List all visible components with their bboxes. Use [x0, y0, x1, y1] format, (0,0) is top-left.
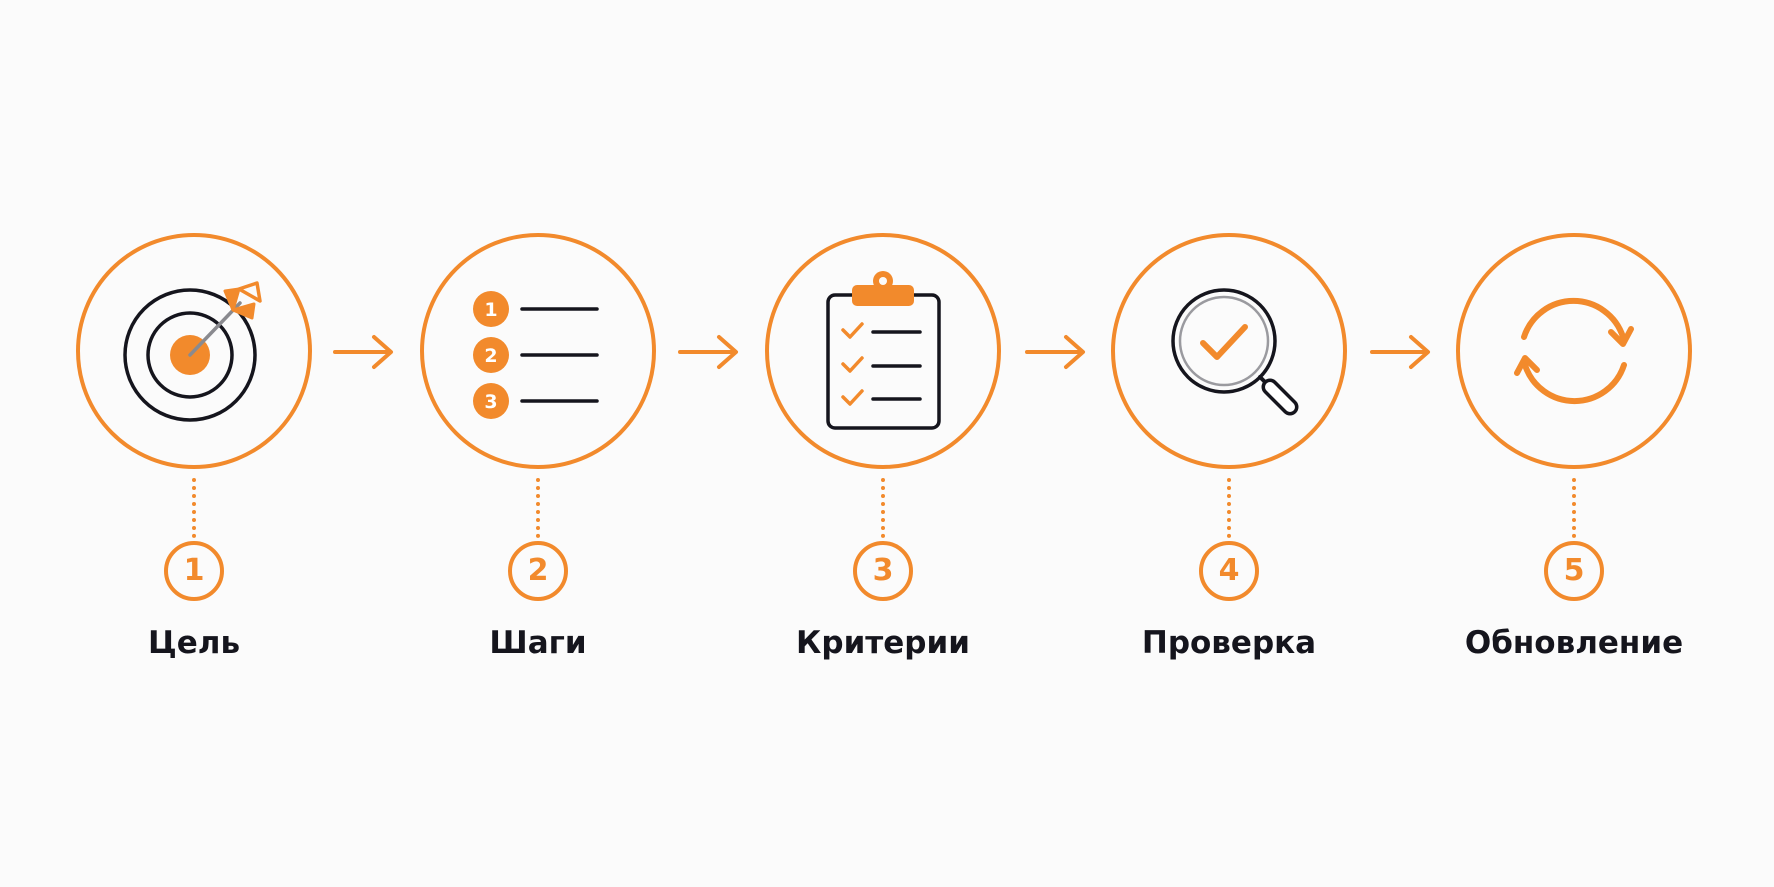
- target-icon: [123, 281, 262, 422]
- step-number-badge: 4: [1199, 541, 1259, 601]
- magnifier-check-icon: [1171, 288, 1299, 416]
- step-label: Цель: [147, 625, 241, 661]
- dotted-connector: [1227, 478, 1231, 538]
- step-label: Шаги: [489, 625, 587, 661]
- clipboard-checklist-icon: [826, 271, 941, 430]
- dotted-connector: [1572, 478, 1576, 538]
- dotted-connector: [192, 478, 196, 538]
- refresh-cycle-icon: [1514, 297, 1634, 405]
- step-goal: 1 Цель: [76, 233, 312, 693]
- list-number: 2: [484, 345, 497, 367]
- step-criteria: 3 Критерии: [765, 233, 1001, 693]
- arrow-right-icon: [333, 335, 393, 369]
- arrow-right-icon: [1025, 335, 1085, 369]
- step-number-badge: 5: [1544, 541, 1604, 601]
- step-circle: [1456, 233, 1692, 469]
- step-label: Проверка: [1141, 625, 1317, 661]
- step-circle: [1111, 233, 1347, 469]
- step-circle: [420, 233, 656, 469]
- step-steps: 1 2 3 2 Шаги: [420, 233, 656, 693]
- arrow-right-icon: [1370, 335, 1430, 369]
- step-update: 5 Обновление: [1456, 233, 1692, 693]
- step-label: Обновление: [1464, 625, 1684, 661]
- list-number: 1: [484, 299, 497, 321]
- arrow-right-icon: [678, 335, 738, 369]
- step-label: Критерии: [796, 625, 970, 661]
- dotted-connector: [536, 478, 540, 538]
- numbered-list-icon: 1 2 3: [473, 291, 599, 419]
- step-check: 4 Проверка: [1111, 233, 1347, 693]
- step-number-badge: 1: [164, 541, 224, 601]
- step-number-badge: 2: [508, 541, 568, 601]
- step-number-badge: 3: [853, 541, 913, 601]
- list-number: 3: [484, 391, 497, 413]
- dotted-connector: [881, 478, 885, 538]
